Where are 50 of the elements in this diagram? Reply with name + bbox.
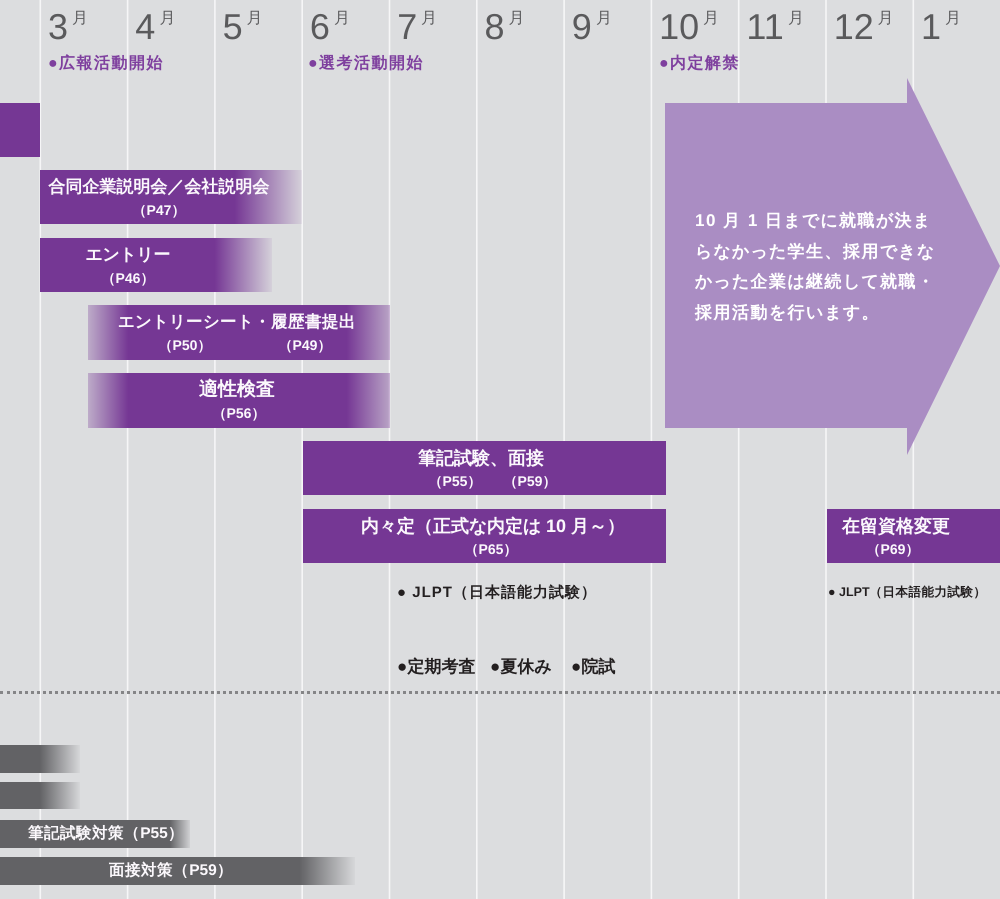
month-label: 12$^{月}$ — [834, 9, 894, 45]
event-label: ●広報活動開始 — [48, 55, 164, 73]
timeline-bar — [88, 305, 390, 360]
page-reference: （P49） — [278, 336, 332, 354]
event-note: ● JLPT（日本語能力試験） — [828, 584, 987, 601]
page-reference: （P59） — [504, 472, 556, 490]
bar-label: 筆記試験対策（P55） — [28, 824, 184, 844]
timeline-bar — [0, 103, 40, 157]
bar-label: 合同企業説明会／会社説明会 — [48, 177, 270, 197]
bar-label: 面接対策（P59） — [109, 860, 233, 881]
month-label: 8$^{月}$ — [484, 9, 525, 45]
timeline-bar — [827, 509, 1000, 563]
event-note: ●夏休み — [490, 657, 552, 677]
bar-label: 筆記試験、面接 — [418, 448, 544, 468]
timeline-bar — [0, 745, 80, 773]
event-label: ●内定解禁 — [659, 55, 740, 73]
note-text: 10 月 1 日までに就職が決まらなかった学生、採用できなかった企業は継続して就職・採用活動を行います。 — [695, 210, 936, 324]
event-label: ●選考活動開始 — [308, 55, 424, 73]
event-note: ●院試 — [571, 657, 616, 677]
page-reference: （P56） — [212, 404, 266, 422]
month-label: 9$^{月}$ — [572, 9, 612, 45]
month-label: 10$^{月}$ — [659, 9, 720, 45]
timeline-bar — [0, 820, 190, 848]
bar-label: エントリーシート・履歴書提出 — [118, 312, 356, 332]
page-reference: （P47） — [132, 201, 186, 219]
page-reference: （P65） — [464, 540, 518, 558]
timeline-bar — [303, 441, 666, 495]
timeline-bar — [40, 238, 272, 292]
page-reference: （P50） — [158, 336, 212, 354]
timeline-bar — [0, 782, 80, 809]
bar-label: エントリー — [86, 245, 170, 265]
month-label: 5$^{月}$ — [222, 9, 263, 45]
page-reference: （P55） — [428, 472, 482, 490]
month-label: 4$^{月}$ — [135, 9, 176, 45]
month-label: 3$^{月}$ — [48, 9, 88, 45]
timeline-bar — [0, 857, 355, 885]
page-reference: （P69） — [866, 540, 920, 558]
month-label: 1$^{月}$ — [921, 9, 962, 45]
timeline-bar — [303, 509, 666, 563]
month-label: 7$^{月}$ — [397, 9, 438, 45]
month-label: 6$^{月}$ — [310, 9, 350, 45]
event-note: ● JLPT（日本語能力試験） — [397, 584, 597, 602]
event-note: ●定期考査 — [397, 657, 476, 677]
bar-label: 在留資格変更 — [842, 516, 950, 536]
bar-label: 適性検査 — [199, 380, 275, 400]
page-reference: （P46） — [102, 269, 154, 287]
bar-label: 内々定（正式な内定は 10 月～） — [360, 516, 626, 536]
month-label: 11$^{月}$ — [746, 9, 804, 45]
timeline-bar — [40, 170, 302, 224]
timeline-bar — [88, 373, 390, 428]
